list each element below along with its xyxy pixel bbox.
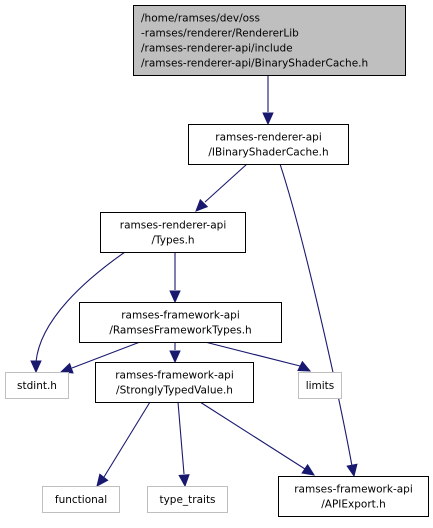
edge-stv-to-apiexport xyxy=(199,401,316,476)
edge-line xyxy=(199,401,306,470)
edges-layer xyxy=(30,75,358,488)
node-box xyxy=(298,372,342,399)
node-apiexport[interactable]: ramses-framework-api/APIExport.h xyxy=(278,476,429,517)
edge-rft-to-limits xyxy=(204,341,312,372)
node-label-line: /APIExport.h xyxy=(321,499,386,511)
edge-arrowhead xyxy=(169,350,181,364)
node-types[interactable]: ramses-renderer-api/Types.h xyxy=(100,212,246,253)
edge-line xyxy=(35,251,126,363)
edge-arrowhead xyxy=(195,198,209,212)
edge-arrowhead xyxy=(59,362,74,374)
edge-line xyxy=(103,401,151,478)
node-label-line: /StronglyTypedValue.h xyxy=(116,385,233,397)
edge-arrowhead xyxy=(346,463,358,478)
node-label-line: /ramses-renderer-api/BinaryShaderCache.h xyxy=(141,58,368,70)
edge-stv-to-functional xyxy=(96,401,151,487)
edge-line xyxy=(71,341,141,369)
nodes-layer: /home/ramses/dev/oss -ramses/renderer/Ren… xyxy=(5,5,429,517)
node-root[interactable]: /home/ramses/dev/oss -ramses/renderer/Ren… xyxy=(133,5,406,76)
edge-root-to-ibinary xyxy=(262,75,274,126)
edge-arrowhead xyxy=(178,474,190,488)
node-box xyxy=(133,5,406,76)
node-label-line: ramses-framework-api xyxy=(294,484,413,496)
edge-ibinary-to-types xyxy=(195,163,248,212)
node-limits[interactable]: limits xyxy=(298,372,342,399)
node-box xyxy=(188,124,349,165)
node-box xyxy=(147,486,228,513)
node-label-line: /ramses-renderer-api/include xyxy=(141,43,293,55)
edge-line xyxy=(177,401,185,475)
node-box xyxy=(278,476,429,517)
edge-arrowhead xyxy=(96,473,109,487)
edge-stv-to-typetraits xyxy=(177,401,190,488)
node-label-line: functional xyxy=(55,494,107,506)
edge-line xyxy=(279,163,353,467)
node-typetraits[interactable]: type_traits xyxy=(147,486,228,513)
node-label-line: ramses-renderer-api xyxy=(215,132,322,144)
node-box xyxy=(95,362,254,403)
edge-arrowhead xyxy=(301,463,316,476)
node-label-line: stdint.h xyxy=(17,380,57,392)
node-box xyxy=(5,372,69,399)
node-rft[interactable]: ramses-framework-api/RamsesFrameworkType… xyxy=(79,302,282,343)
node-label-line: -ramses/renderer/RendererLib xyxy=(141,28,299,40)
node-label-line: /home/ramses/dev/oss xyxy=(141,13,260,25)
node-ibinary[interactable]: ramses-renderer-api/IBinaryShaderCache.h xyxy=(188,124,349,165)
edge-arrowhead xyxy=(297,360,312,372)
edge-arrowhead xyxy=(262,112,274,126)
edge-arrowhead xyxy=(169,290,181,304)
node-label-line: limits xyxy=(306,380,335,392)
node-stdint[interactable]: stdint.h xyxy=(5,372,69,399)
node-label-line: type_traits xyxy=(159,494,215,506)
node-label-line: /IBinaryShaderCache.h xyxy=(208,147,328,159)
edge-types-to-rft xyxy=(169,252,181,304)
node-functional[interactable]: functional xyxy=(42,486,120,513)
edge-types-to-stdint xyxy=(30,251,126,374)
node-label-line: ramses-renderer-api xyxy=(120,220,227,232)
edge-rft-to-stv xyxy=(169,342,181,364)
node-label-line: /Types.h xyxy=(151,235,194,247)
node-label-line: /RamsesFrameworkTypes.h xyxy=(109,325,251,337)
edge-arrowhead xyxy=(30,360,42,374)
node-box xyxy=(42,486,120,513)
node-label-line: ramses-framework-api xyxy=(115,370,234,382)
edge-ibinary-to-apiexport xyxy=(279,163,358,478)
node-box xyxy=(100,212,246,253)
node-stv[interactable]: ramses-framework-api/StronglyTypedValue.… xyxy=(95,362,254,403)
edge-line xyxy=(204,341,301,367)
node-box xyxy=(79,302,282,343)
node-label-line: ramses-framework-api xyxy=(121,310,240,322)
edge-line xyxy=(204,163,248,203)
